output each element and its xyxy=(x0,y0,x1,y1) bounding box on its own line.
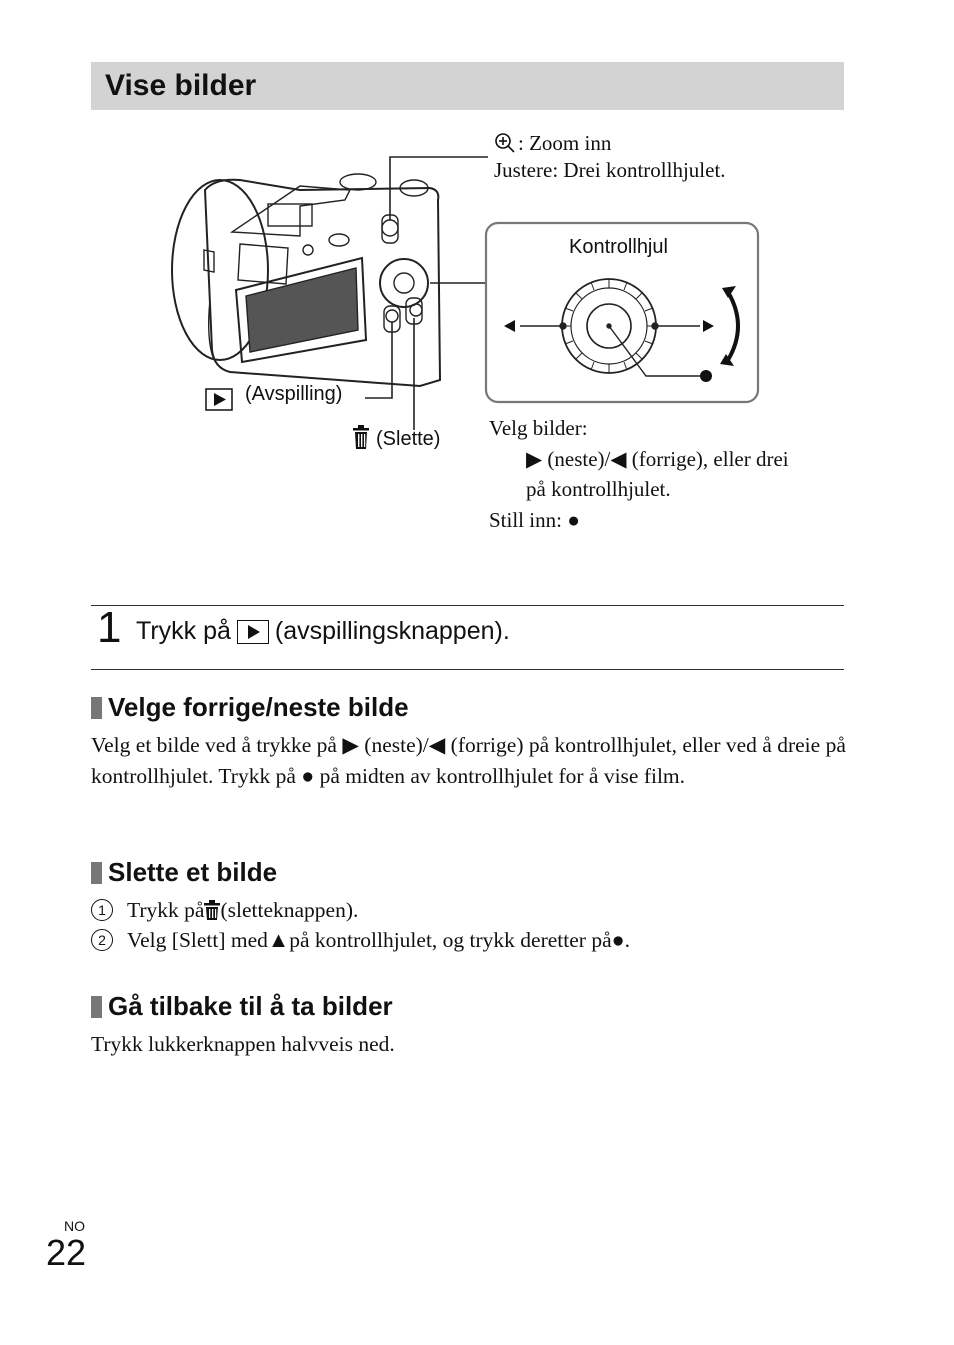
section-heading-prev-next: Velge forrige/neste bilde xyxy=(91,692,409,723)
step-number-badge: 1 xyxy=(91,899,113,921)
trash-icon xyxy=(204,900,221,920)
right-triangle-icon: ▶ xyxy=(526,447,543,471)
zoom-icon xyxy=(495,133,515,153)
camera-figure xyxy=(171,133,760,449)
step-top-rule xyxy=(91,605,844,606)
delete-step-2: 2 Velg [Slett] med ▲ på kontrollhjulet, … xyxy=(91,925,630,955)
delete-step-1: 1 Trykk på (sletteknappen). xyxy=(91,895,358,925)
center-dot-icon: ● xyxy=(611,928,625,952)
step-bottom-rule xyxy=(91,669,844,670)
select-line-1: ▶ (neste)/◀ (forrige), eller drei xyxy=(526,447,789,471)
step-number-badge: 2 xyxy=(91,929,113,951)
playback-button-icon xyxy=(236,619,269,644)
zoom-caption: : Zoom inn xyxy=(518,131,612,155)
trash-icon xyxy=(353,425,369,449)
page-number: 22 xyxy=(46,1232,87,1273)
delete-label: (Slette) xyxy=(376,428,441,450)
select-line-2: på kontrollhjulet. xyxy=(526,477,671,501)
page-title: Vise bilder xyxy=(105,69,257,102)
step-number: 1 xyxy=(97,603,122,652)
language-code: NO xyxy=(64,1218,85,1234)
section-body-return: Trykk lukkerknappen halvveis ned. xyxy=(91,1032,395,1056)
playback-label: (Avspilling) xyxy=(245,383,343,405)
step-1-text: Trykk på (avspillingsknappen). xyxy=(136,617,510,645)
left-triangle-icon: ◀ xyxy=(610,447,627,471)
left-triangle-icon: ◀ xyxy=(428,733,446,757)
section-marker-icon xyxy=(91,696,102,719)
left-arrow-icon xyxy=(504,320,515,332)
up-triangle-icon: ▲ xyxy=(267,928,290,952)
page-title-bar: Vise bilder xyxy=(91,62,844,110)
rotate-arc-icon xyxy=(726,290,740,362)
camera-illustration xyxy=(171,173,442,388)
wheel-teeth xyxy=(562,279,656,373)
set-caption: Still inn: ● xyxy=(489,508,580,532)
wheel-label: Kontrollhjul xyxy=(569,236,668,258)
playback-button-icon xyxy=(205,388,233,411)
section-marker-icon xyxy=(91,861,102,884)
center-dot-icon: ● xyxy=(301,763,315,788)
right-arrow-icon xyxy=(703,320,714,332)
center-dot-icon: ● xyxy=(567,508,580,532)
zoom-adjust-caption: Justere: Drei kontrollhjulet. xyxy=(494,158,726,182)
select-title: Velg bilder: xyxy=(489,416,588,440)
section-body-prev-next: Velg et bilde ved å trykke på ▶ (neste)/… xyxy=(91,733,846,788)
section-heading-return: Gå tilbake til å ta bilder xyxy=(91,991,393,1022)
section-heading-delete: Slette et bilde xyxy=(91,857,277,888)
set-dot-icon xyxy=(700,370,712,382)
right-triangle-icon: ▶ xyxy=(342,733,359,757)
section-marker-icon xyxy=(91,995,102,1018)
